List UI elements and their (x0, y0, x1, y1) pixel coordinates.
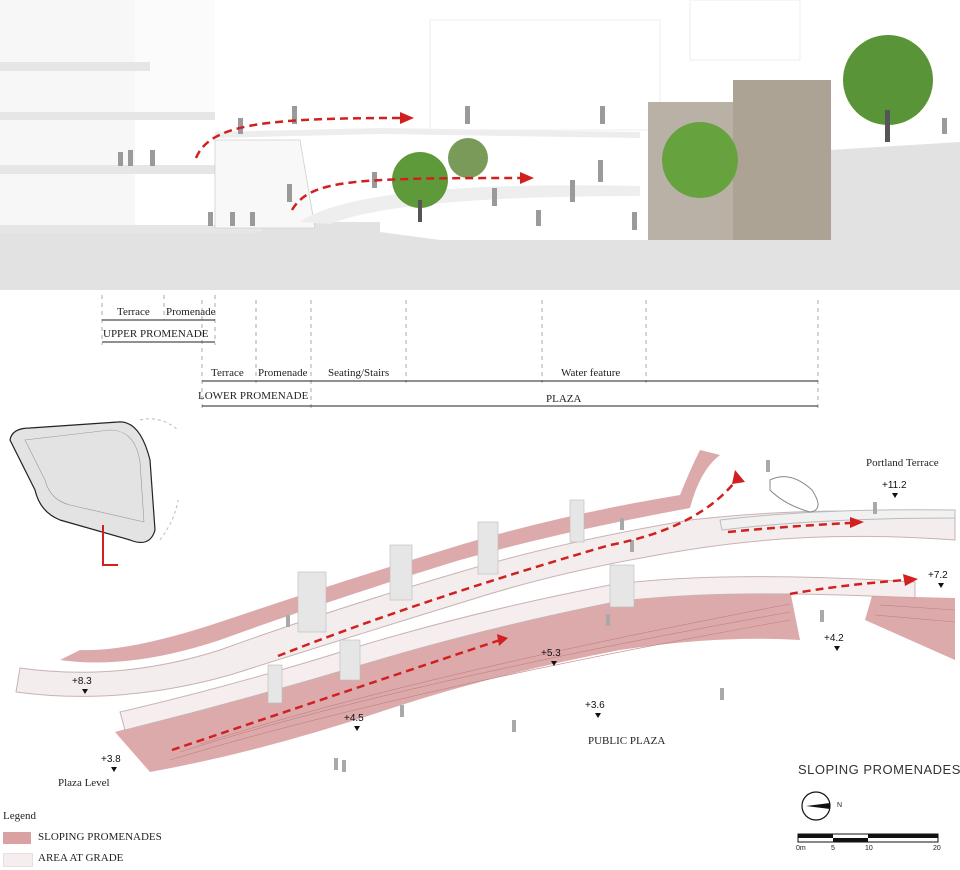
plan-people (286, 460, 877, 772)
plaza-level-label: Plaza Level (58, 777, 110, 789)
zone-promenade-lower: Promenade (258, 367, 308, 379)
lower-promenade-arrow (290, 176, 521, 211)
plan-title: SLOPING PROMENADES (798, 762, 960, 777)
elevation-marker: +8.3 (72, 676, 92, 694)
elevation-marker: +5.3 (541, 648, 561, 666)
tree (392, 152, 448, 208)
scale-tick: 5 (831, 845, 835, 852)
stone-wall-right (733, 80, 831, 240)
tree (662, 122, 738, 198)
elevation-marker: +3.8 (101, 754, 121, 772)
scale-tick: 20 (933, 845, 941, 852)
scale-bar (797, 833, 939, 843)
elevation-marker: +7.2 (928, 570, 948, 588)
zone-water-feature: Water feature (561, 367, 621, 379)
upper-route-arrow (277, 477, 739, 658)
building-columns (267, 499, 635, 704)
zone-terrace-lower: Terrace (211, 367, 244, 379)
plan-circulation-arrows (171, 477, 906, 752)
terraced-seating (865, 596, 955, 660)
tree (843, 35, 933, 125)
section-drawing (0, 0, 960, 290)
zone-lower-promenade: LOWER PROMENADE (198, 390, 309, 402)
tree (448, 138, 488, 178)
zone-dimension-lines (101, 295, 819, 410)
zone-promenade-upper: Promenade (166, 306, 216, 318)
circulation-arrows (194, 116, 521, 211)
elevation-marker: +4.5 (344, 713, 364, 731)
upper-promenade-arrow (194, 116, 401, 159)
street-arrow (727, 521, 851, 534)
legend-title: Legend (3, 810, 36, 822)
ground-section (0, 142, 960, 290)
legend-swatch-promenades (3, 832, 31, 844)
public-plaza-label: PUBLIC PLAZA (588, 735, 666, 747)
elevation-marker: +3.6 (585, 700, 605, 718)
legend-swatch-grade (3, 853, 33, 867)
scale-tick: 0m (796, 845, 806, 852)
north-arrow (801, 791, 831, 821)
legend-label-grade: AREA AT GRADE (38, 852, 124, 864)
portland-terrace-label: Portland Terrace (866, 457, 939, 469)
zone-plaza: PLAZA (546, 393, 582, 405)
legend-label-promenades: SLOPING PROMENADES (38, 831, 162, 843)
zone-upper-promenade: UPPER PROMENADE (103, 328, 209, 340)
zone-seating-stairs: Seating/Stairs (328, 367, 390, 379)
scale-tick: 10 (865, 845, 873, 852)
key-plan (9, 418, 179, 566)
north-label: N (837, 802, 843, 809)
elevation-marker: +11.2 (882, 480, 907, 498)
lower-promenade-slope (115, 587, 800, 772)
zone-terrace-upper: Terrace (117, 306, 150, 318)
section-svg (0, 0, 960, 290)
elevation-marker: +4.2 (824, 633, 844, 651)
